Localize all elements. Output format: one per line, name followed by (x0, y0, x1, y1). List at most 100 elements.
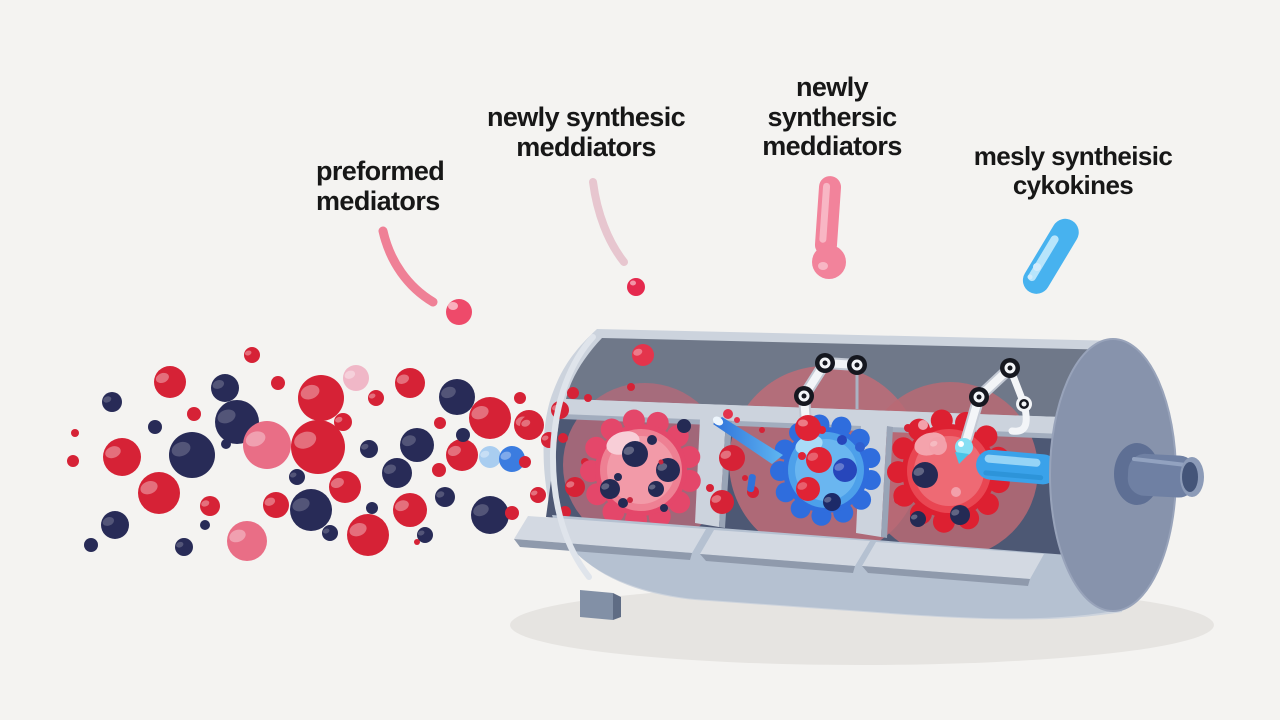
cell-granule (855, 442, 865, 452)
held-ball-glint (798, 419, 808, 427)
blue-capsule-glint (1027, 274, 1033, 280)
arm-joint (1000, 358, 1020, 378)
ball-glint (396, 374, 409, 384)
particle-red (154, 366, 186, 398)
ball-glint (349, 523, 367, 537)
arm-joint (815, 353, 835, 373)
particle-red (505, 506, 519, 520)
particle-navy (382, 458, 412, 488)
ball-glint (913, 467, 925, 476)
particle-red (519, 456, 531, 468)
label-newly-synthesized-cytokines: mesly syntheisic cykokines (973, 141, 1173, 200)
blue-capsule-body (1022, 218, 1079, 294)
ball-glint (447, 445, 461, 457)
ball-glint (441, 386, 456, 399)
particle-lightblue (479, 446, 501, 468)
particle-red (291, 420, 345, 474)
pointer-ball-glint (448, 302, 458, 310)
ball-glint (601, 483, 610, 490)
particle-red (393, 493, 427, 527)
cell-granule (622, 441, 648, 467)
particle-red (558, 433, 568, 443)
foot (580, 590, 613, 620)
particle-navy (102, 392, 122, 412)
arm-joint (794, 386, 814, 406)
ball-glint (155, 372, 169, 384)
cell-granule (912, 462, 938, 488)
particle-red (71, 429, 79, 437)
label-newly-synthesized-mediators: newly synthesic meddiators (486, 102, 686, 162)
pink-capsule-highlight (819, 182, 831, 243)
pink-capsule-pointer (814, 176, 842, 256)
ball-glint (140, 481, 158, 495)
particle-navy (360, 440, 378, 458)
ball-glint (368, 393, 376, 399)
pointer-curve-preformed (378, 226, 438, 307)
particle-red (67, 455, 79, 467)
cytokine-tube (976, 449, 1058, 485)
cell-granule (660, 504, 668, 512)
particle-navy (439, 379, 475, 415)
robot-arm-middle (794, 353, 867, 441)
cell-granule (618, 498, 628, 508)
ball-glint (103, 396, 112, 403)
pink-capsule-bulb-glint (818, 262, 828, 270)
ball-glint (244, 350, 252, 356)
particle-red (334, 413, 352, 431)
sill-1-shade (514, 539, 692, 560)
cell-preformed (580, 409, 701, 531)
particle-navy (84, 538, 98, 552)
ball-glint (824, 496, 832, 503)
particle-navy (471, 496, 509, 534)
ball-glint (648, 484, 656, 490)
label-newly-synthesized-mediators-2: newly synthersic meddiators (762, 72, 902, 162)
ball-glint (521, 419, 531, 427)
particle-navy (322, 525, 338, 541)
particle-navy (290, 489, 332, 531)
ball-glint (335, 416, 343, 423)
particle-rose (243, 421, 291, 469)
axle-bore (1182, 462, 1198, 492)
particle-red (368, 390, 384, 406)
particle-navy (400, 428, 434, 462)
cell-granule (647, 435, 657, 445)
probe-stub (747, 474, 756, 493)
blue-capsule-pointer (1022, 218, 1079, 294)
ball-glint (361, 443, 369, 450)
ball-glint (566, 481, 575, 488)
ball-glint (176, 541, 184, 548)
particle-red (514, 392, 526, 404)
particle-navy (101, 511, 129, 539)
particle-red (759, 427, 765, 433)
held-mediator-ball (795, 415, 821, 441)
ball-glint (530, 490, 538, 496)
particle-rose (227, 521, 267, 561)
blue-capsule-glint (1033, 263, 1041, 271)
sill-2 (700, 530, 870, 566)
cell-granule (806, 447, 832, 473)
particle-navy (456, 428, 470, 442)
particle-red (520, 415, 542, 437)
ball-glint (322, 528, 330, 534)
particle-navy (211, 374, 239, 402)
ball-glint (834, 463, 845, 471)
ball-glint (711, 495, 722, 503)
ball-glint (383, 464, 396, 474)
particle-navy (175, 538, 193, 556)
particle-red (187, 407, 201, 421)
particle-red (627, 383, 635, 391)
probe-rod-tip-highlight (712, 416, 724, 426)
sill-3 (862, 542, 1044, 579)
particle-pink (343, 365, 369, 391)
ball-glint (473, 504, 489, 517)
particle-red (469, 397, 511, 439)
cell-granule (918, 420, 928, 430)
particle-red (414, 539, 420, 545)
pointer-ball-glint (630, 280, 636, 286)
divider-2-shade (881, 426, 893, 538)
ball-glint (471, 406, 489, 420)
ball-glint (171, 441, 191, 457)
pink-capsule-bulb (812, 245, 846, 279)
particle-red (395, 368, 425, 398)
axle-highlight (1132, 457, 1188, 467)
